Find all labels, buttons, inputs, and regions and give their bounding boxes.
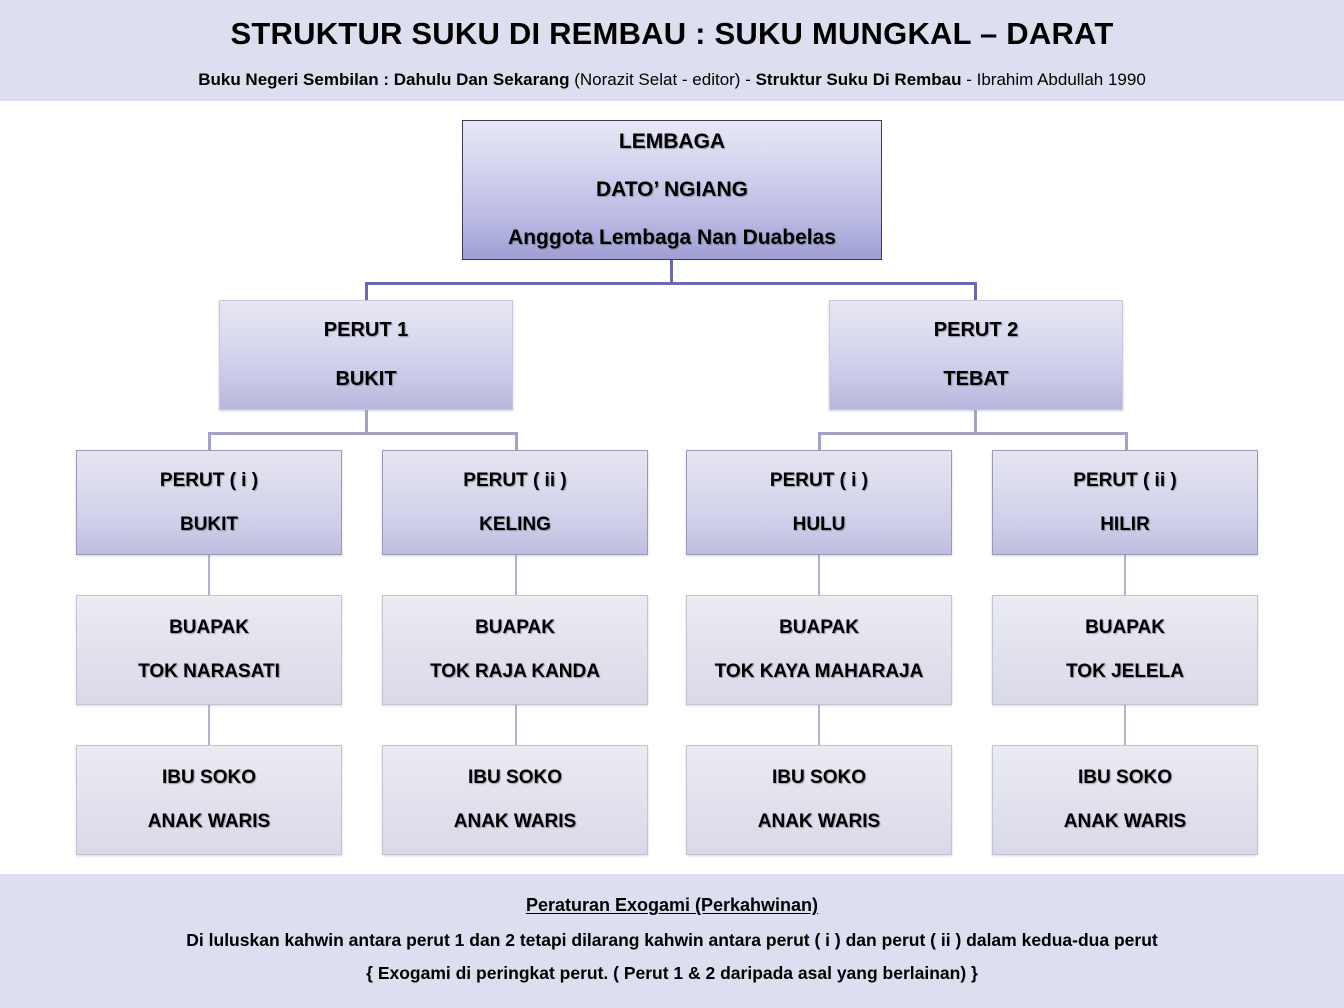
node-perut-1[interactable]: PERUT 1 BUKIT xyxy=(219,300,513,410)
node-perut-i-hulu-line2: HULU xyxy=(792,513,846,535)
node-perut-ii-hilir-line1: PERUT ( ii ) xyxy=(1073,469,1177,491)
node-buapak-tok-raja-kanda-line2: TOK RAJA KANDA xyxy=(430,661,600,682)
node-lembaga[interactable]: LEMBAGA DATO’ NGIANG Anggota Lembaga Nan… xyxy=(462,120,882,260)
node-ibu-soko-4-line1: IBU SOKO xyxy=(1078,767,1172,788)
node-perut-i-bukit-line2: BUKIT xyxy=(179,513,239,535)
node-lembaga-line1: LEMBAGA xyxy=(618,130,726,153)
citation-chapter-title: Struktur Suku Di Rembau xyxy=(755,70,962,89)
node-perut-ii-hilir-line2: HILIR xyxy=(1100,513,1150,535)
exogamy-rule-title: Peraturan Exogami (Perkahwinan) xyxy=(525,895,819,915)
node-ibu-soko-3-line2: ANAK WARIS xyxy=(757,811,881,832)
node-ibu-soko-2[interactable]: IBU SOKO ANAK WARIS xyxy=(382,745,648,855)
connector-root-bus xyxy=(365,282,976,285)
node-ibu-soko-3-line1: IBU SOKO xyxy=(772,767,866,788)
citation-editor: (Norazit Selat - editor) - xyxy=(569,70,756,89)
node-perut-i-bukit-line1: PERUT ( i ) xyxy=(159,469,259,491)
node-ibu-soko-1-line2: ANAK WARIS xyxy=(147,811,271,832)
connector-perut1-bus xyxy=(208,432,518,435)
node-perut-ii-keling-line2: KELING xyxy=(479,513,551,535)
node-buapak-tok-narasati-line1: BUAPAK xyxy=(169,617,249,638)
node-ibu-soko-4-line2: ANAK WARIS xyxy=(1063,811,1187,832)
node-buapak-tok-raja-kanda[interactable]: BUAPAK TOK RAJA KANDA xyxy=(382,595,648,705)
connector-perut2-to-col4 xyxy=(1125,432,1128,452)
header-band xyxy=(0,0,1344,101)
node-perut-ii-hilir[interactable]: PERUT ( ii ) HILIR xyxy=(992,450,1258,555)
node-ibu-soko-1-line1: IBU SOKO xyxy=(162,767,256,788)
node-perut-i-bukit[interactable]: PERUT ( i ) BUKIT xyxy=(76,450,342,555)
connector-col3-perut-to-buapak xyxy=(818,555,820,595)
connector-col2-buapak-to-ibusoko xyxy=(515,705,517,745)
node-buapak-tok-kaya-maharaja-line1: BUAPAK xyxy=(779,617,859,638)
connector-col3-buapak-to-ibusoko xyxy=(818,705,820,745)
connector-root-stem xyxy=(670,260,673,284)
connector-root-to-perut1 xyxy=(365,282,368,302)
exogamy-rule-line-2: { Exogami di peringkat perut. ( Perut 1 … xyxy=(366,963,978,983)
citation-book-title: Buku Negeri Sembilan : Dahulu Dan Sekara… xyxy=(198,70,570,89)
citation-author-year: - Ibrahim Abdullah 1990 xyxy=(961,70,1146,89)
node-perut-i-hulu-line1: PERUT ( i ) xyxy=(769,469,869,491)
connector-col4-buapak-to-ibusoko xyxy=(1124,705,1126,745)
node-perut-ii-keling[interactable]: PERUT ( ii ) KELING xyxy=(382,450,648,555)
node-buapak-tok-kaya-maharaja[interactable]: BUAPAK TOK KAYA MAHARAJA xyxy=(686,595,952,705)
connector-col1-perut-to-buapak xyxy=(208,555,210,595)
page-title: STRUKTUR SUKU DI REMBAU : SUKU MUNGKAL –… xyxy=(230,16,1114,51)
node-lembaga-line2: DATO’ NGIANG xyxy=(595,178,749,201)
connector-perut2-bus xyxy=(818,432,1128,435)
connector-perut2-to-col3 xyxy=(818,432,821,452)
node-ibu-soko-4[interactable]: IBU SOKO ANAK WARIS xyxy=(992,745,1258,855)
node-buapak-tok-narasati[interactable]: BUAPAK TOK NARASATI xyxy=(76,595,342,705)
node-buapak-tok-jelela[interactable]: BUAPAK TOK JELELA xyxy=(992,595,1258,705)
node-buapak-tok-kaya-maharaja-line2: TOK KAYA MAHARAJA xyxy=(714,661,924,682)
node-ibu-soko-1[interactable]: IBU SOKO ANAK WARIS xyxy=(76,745,342,855)
connector-root-to-perut2 xyxy=(974,282,977,302)
node-perut-2-line1: PERUT 2 xyxy=(933,319,1019,341)
connector-col1-buapak-to-ibusoko xyxy=(208,705,210,745)
node-perut-2-line2: TEBAT xyxy=(943,368,1009,390)
node-ibu-soko-3[interactable]: IBU SOKO ANAK WARIS xyxy=(686,745,952,855)
connector-col2-perut-to-buapak xyxy=(515,555,517,595)
connector-perut1-to-col1 xyxy=(208,432,211,452)
exogamy-rule-line-1: Di luluskan kahwin antara perut 1 dan 2 … xyxy=(186,930,1158,950)
node-perut-i-hulu[interactable]: PERUT ( i ) HULU xyxy=(686,450,952,555)
node-buapak-tok-jelela-line2: TOK JELELA xyxy=(1066,661,1184,682)
node-perut-2[interactable]: PERUT 2 TEBAT xyxy=(829,300,1123,410)
node-buapak-tok-raja-kanda-line1: BUAPAK xyxy=(475,617,555,638)
node-perut-1-line2: BUKIT xyxy=(335,368,397,390)
node-perut-1-line1: PERUT 1 xyxy=(323,319,409,341)
connector-col4-perut-to-buapak xyxy=(1124,555,1126,595)
node-buapak-tok-narasati-line2: TOK NARASATI xyxy=(138,661,280,682)
node-buapak-tok-jelela-line1: BUAPAK xyxy=(1085,617,1165,638)
citation-line: Buku Negeri Sembilan : Dahulu Dan Sekara… xyxy=(0,70,1344,90)
connector-perut2-stem xyxy=(974,410,977,434)
node-lembaga-line3: Anggota Lembaga Nan Duabelas xyxy=(508,226,836,249)
connector-perut1-to-col2 xyxy=(515,432,518,452)
node-perut-ii-keling-line1: PERUT ( ii ) xyxy=(463,469,567,491)
footer-band xyxy=(0,874,1344,1008)
node-ibu-soko-2-line2: ANAK WARIS xyxy=(453,811,577,832)
connector-perut1-stem xyxy=(365,410,368,434)
node-ibu-soko-2-line1: IBU SOKO xyxy=(468,767,562,788)
